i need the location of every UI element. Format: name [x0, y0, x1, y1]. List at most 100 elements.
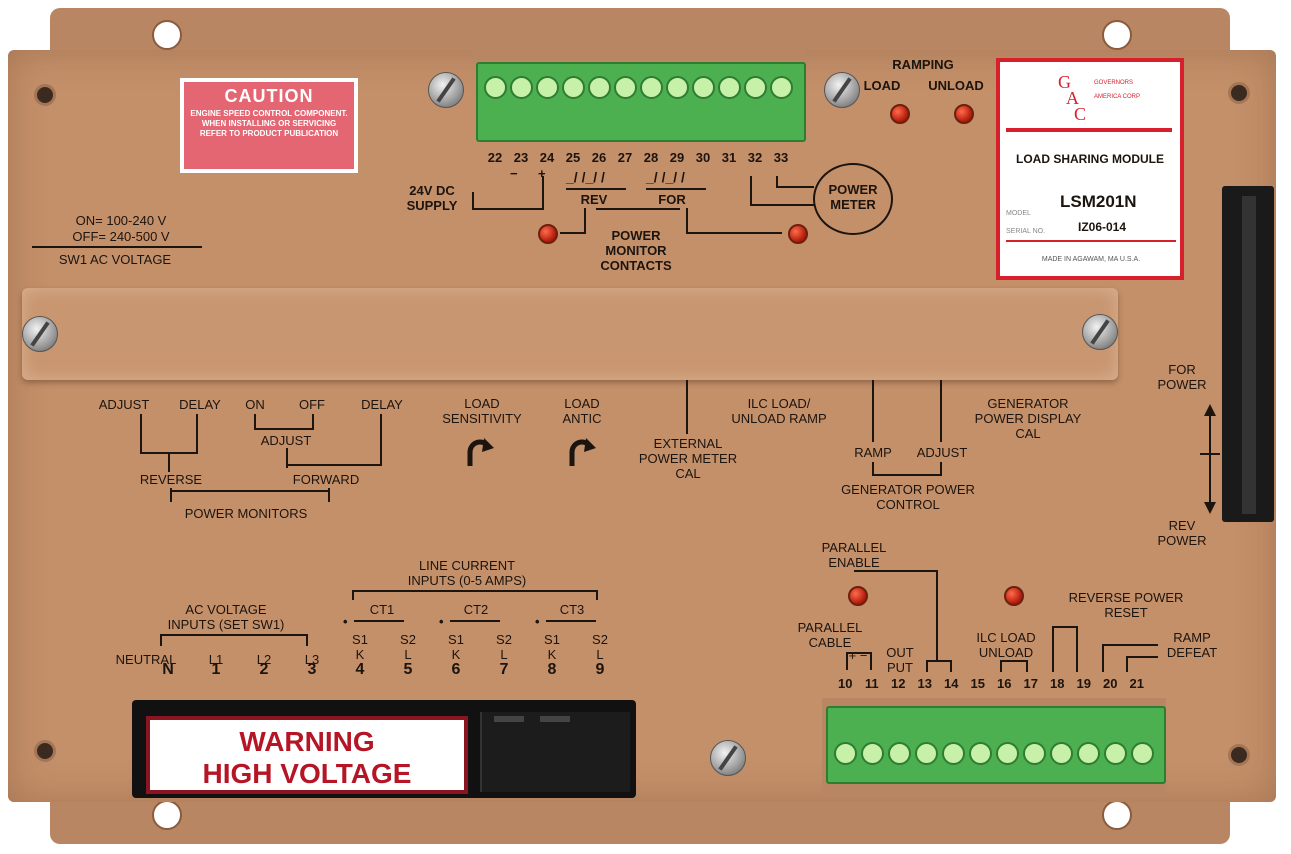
- polarity-dot: •: [343, 614, 348, 629]
- input-number: 6: [451, 661, 461, 678]
- bottom-terminal-block[interactable]: [826, 706, 1166, 784]
- unload-led: [954, 104, 974, 124]
- wire-line: [872, 474, 942, 476]
- wire-line: [1102, 644, 1104, 672]
- terminal-number: 11: [864, 676, 879, 691]
- wire-line: [352, 590, 598, 592]
- terminal-screw[interactable]: [888, 742, 911, 765]
- gen-power-display-label: GENERATOR POWER DISPLAY CAL: [974, 396, 1082, 441]
- terminal-screw[interactable]: [640, 76, 663, 99]
- mounting-hole: [1102, 800, 1132, 830]
- terminal-screw[interactable]: [1023, 742, 1046, 765]
- warning-line2: HIGH VOLTAGE: [202, 758, 412, 789]
- rev-power-label: REV POWER: [1157, 518, 1207, 548]
- neutral-label: NEUTRAL: [115, 652, 177, 667]
- terminal-screw[interactable]: [969, 742, 992, 765]
- wire-line: [596, 590, 598, 600]
- wire-line: [312, 414, 314, 430]
- wire-line: [196, 414, 198, 454]
- terminal-cover[interactable]: [480, 712, 630, 792]
- terminal-screw[interactable]: [1131, 742, 1154, 765]
- wire-line: [1052, 626, 1054, 672]
- supply-label: 24V DC SUPPLY: [406, 183, 458, 213]
- wire-line: [542, 176, 544, 210]
- terminal-screw[interactable]: [744, 76, 767, 99]
- wire-line: [854, 570, 938, 572]
- terminal-screw[interactable]: [718, 76, 741, 99]
- model-caption: MODEL: [1006, 210, 1031, 217]
- input-number: 1: [211, 661, 221, 678]
- terminal-screw[interactable]: [996, 742, 1019, 765]
- terminal-screw[interactable]: [588, 76, 611, 99]
- input-number: 4: [355, 661, 365, 678]
- wire-line: [750, 176, 752, 206]
- terminal-number: 33: [773, 150, 789, 165]
- input-number: 8: [547, 661, 557, 678]
- terminal-number: 18: [1050, 676, 1065, 691]
- serial-number: IZ06-014: [1078, 220, 1127, 234]
- wire-line: [926, 660, 952, 662]
- terminal-number: 30: [695, 150, 711, 165]
- terminal-screw[interactable]: [484, 76, 507, 99]
- wire-line: [1076, 626, 1078, 672]
- wire-line: [846, 652, 872, 654]
- terminal-screw[interactable]: [536, 76, 559, 99]
- wire-line: [170, 490, 330, 492]
- wire-line: [872, 380, 874, 442]
- terminal-screw[interactable]: [942, 742, 965, 765]
- relay-symbol: _/ /_/ /: [566, 169, 605, 185]
- parallel-cable-label: PARALLEL CABLE: [797, 620, 863, 650]
- wire-line: [1000, 660, 1028, 662]
- terminal-screw[interactable]: [770, 76, 793, 99]
- terminal-screw[interactable]: [1077, 742, 1100, 765]
- wire-line: [1126, 656, 1158, 658]
- rivet: [1228, 744, 1250, 766]
- wire-line: [354, 620, 404, 622]
- terminal-screw[interactable]: [692, 76, 715, 99]
- terminal-screw[interactable]: [562, 76, 585, 99]
- terminal-screw[interactable]: [1050, 742, 1073, 765]
- input-caption: S1 K: [448, 632, 464, 662]
- adjust2-label: ADJUST: [260, 433, 312, 448]
- cover-tab: [494, 716, 524, 722]
- terminal-screw[interactable]: [666, 76, 689, 99]
- caution-title: CAUTION: [224, 86, 314, 106]
- top-terminal-block[interactable]: [476, 62, 806, 142]
- nameplate-divider: [1006, 240, 1176, 242]
- ct2-label: CT2: [463, 602, 489, 617]
- terminal-screw[interactable]: [861, 742, 884, 765]
- wire-line: [306, 634, 308, 646]
- wire-line: [560, 232, 586, 234]
- wire-line: [32, 246, 202, 248]
- terminal-number: 16: [997, 676, 1012, 691]
- terminal-screw[interactable]: [1104, 742, 1127, 765]
- wire-line: [686, 232, 782, 234]
- terminal-number: 29: [669, 150, 685, 165]
- adjustment-cover-strip[interactable]: [22, 288, 1118, 380]
- adjust3-label: ADJUST: [916, 445, 968, 460]
- wire-line: [596, 208, 680, 210]
- terminal-screw[interactable]: [614, 76, 637, 99]
- wire-line: [546, 620, 596, 622]
- wire-line: [168, 452, 170, 472]
- terminal-screw[interactable]: [510, 76, 533, 99]
- input-caption: S1 K: [544, 632, 560, 662]
- terminal-number: 22: [487, 150, 503, 165]
- load-antic-label: LOAD ANTIC: [562, 396, 602, 426]
- terminal-number: 21: [1129, 676, 1144, 691]
- wire-line: [1026, 660, 1028, 672]
- parallel-enable-label: PARALLEL ENABLE: [821, 540, 887, 570]
- terminal-screw[interactable]: [915, 742, 938, 765]
- terminal-screw[interactable]: [834, 742, 857, 765]
- ac-voltage-label: AC VOLTAGE INPUTS (SET SW1): [167, 602, 285, 632]
- wire-line: [872, 462, 874, 476]
- wire-line: [160, 634, 308, 636]
- input-number: 2: [259, 661, 269, 678]
- off-label: OFF: [299, 397, 325, 412]
- logo-letter: G: [1058, 72, 1071, 92]
